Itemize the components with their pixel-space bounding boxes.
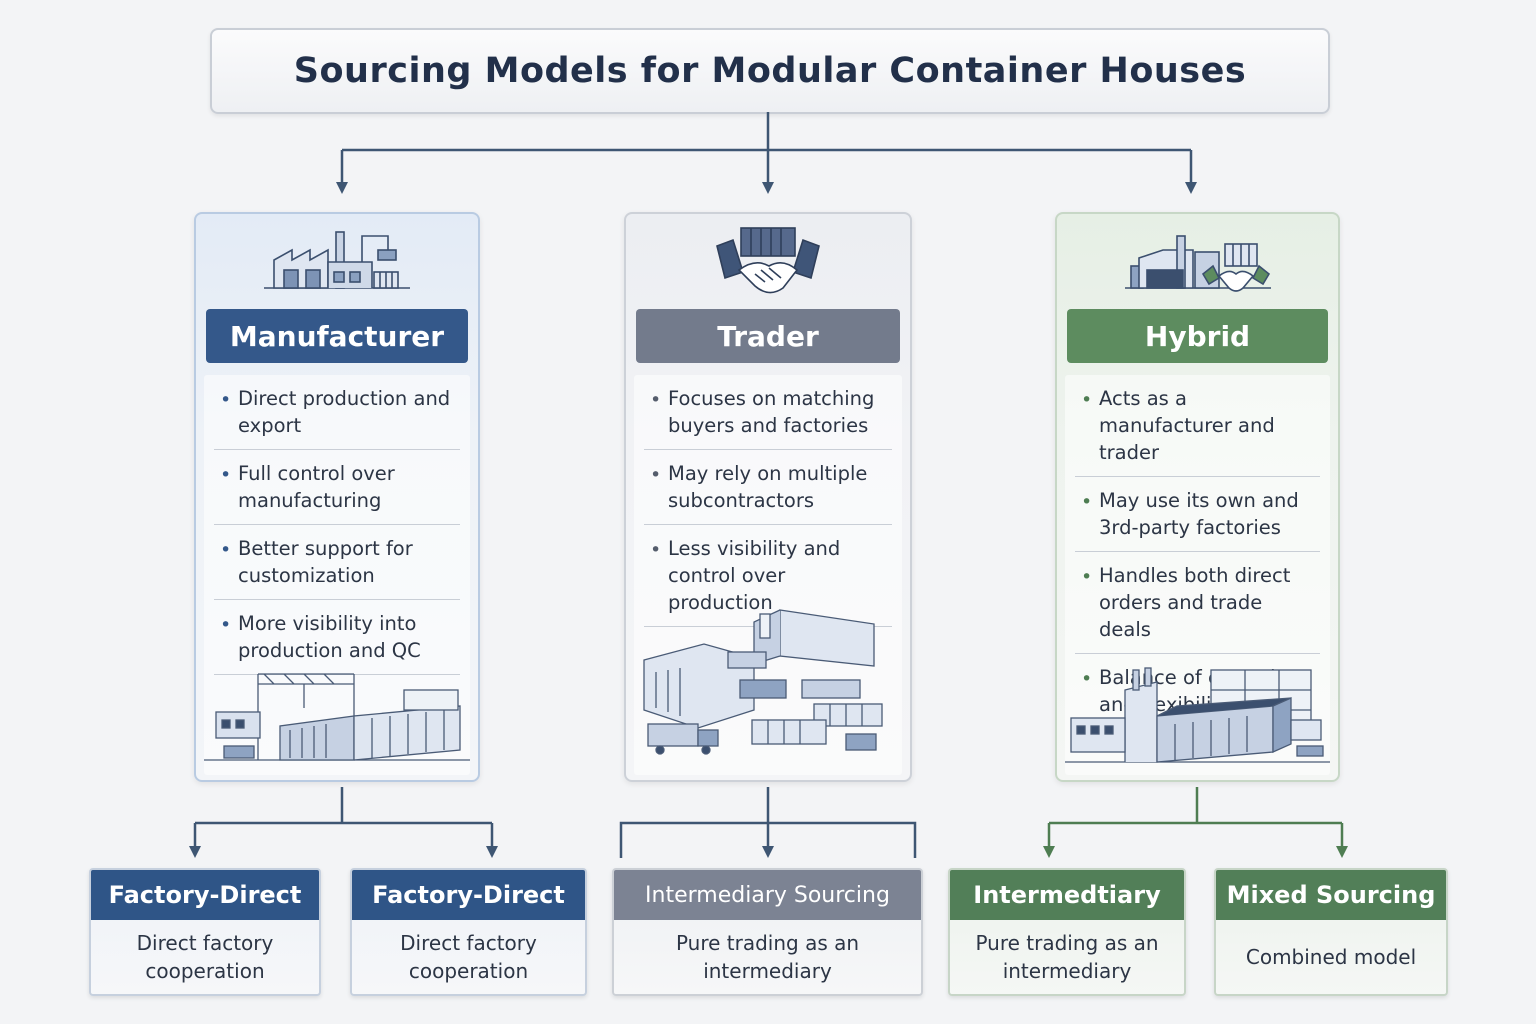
list-item: • Full control over manufacturing: [214, 450, 460, 525]
bullet-text: Handles both direct orders and trade dea…: [1099, 564, 1291, 641]
outcome-title: Mixed Sourcing: [1216, 870, 1446, 920]
bullet-text: Acts as a manufacturer and trader: [1099, 387, 1275, 464]
bullet-dot-icon: •: [650, 539, 662, 561]
list-item: • Focuses on matching buyers and factorie…: [644, 375, 892, 450]
diagram-title: Sourcing Models for Modular Container Ho…: [293, 51, 1247, 91]
list-item: • Handles both direct orders and trade de…: [1075, 552, 1320, 654]
bullet-text: Full control over manufacturing: [238, 462, 395, 512]
list-item: • Direct production and export: [214, 375, 460, 450]
bullet-dot-icon: •: [650, 389, 662, 411]
outcome-description: Pure trading as an intermediary: [675, 931, 860, 983]
outcome-title: Intermediary Sourcing: [614, 870, 921, 920]
outcome-card-factory-direct-2: Factory-Direct Direct factory cooperatio…: [350, 868, 587, 996]
column-hybrid: Hybrid • Acts as a manufacturer and trade…: [1055, 212, 1340, 782]
trader-bracket-line: [619, 821, 917, 858]
manufacturer-bullet-list: • Direct production and export • Full cont…: [204, 375, 470, 775]
bullet-dot-icon: •: [650, 464, 662, 486]
bullet-dot-icon: •: [1081, 668, 1093, 690]
outcome-card-factory-direct-1: Factory-Direct Direct factory cooperatio…: [89, 868, 321, 996]
handshake-icon: [716, 227, 820, 294]
bullet-dot-icon: •: [1081, 389, 1093, 411]
list-item: • May rely on multiple subcontractors: [644, 450, 892, 525]
outcome-description: Combined model: [1245, 945, 1417, 969]
outcome-description: Pure trading as an intermediary: [975, 931, 1159, 983]
bullet-text: May use its own and 3rd-party factories: [1099, 489, 1299, 539]
outcome-description: Direct factory cooperation: [136, 931, 274, 983]
bullet-dot-icon: •: [1081, 566, 1093, 588]
bullet-dot-icon: •: [220, 614, 232, 636]
outcome-description: Direct factory cooperation: [400, 931, 537, 983]
logistics-yard-illustration: [643, 609, 883, 755]
bullet-text: Better support for customization: [238, 537, 413, 587]
list-item: • May use its own and 3rd-party factories: [1075, 477, 1320, 552]
outcome-card-intermediary: Intermedtiary Pure trading as an interme…: [948, 868, 1186, 996]
list-item: • Less visibility and control over produc…: [644, 525, 892, 627]
bullet-dot-icon: •: [220, 389, 232, 411]
list-item: • Better support for customization: [214, 525, 460, 600]
column-manufacturer: Manufacturer • Direct production and expo…: [194, 212, 480, 782]
bullet-dot-icon: •: [1081, 491, 1093, 513]
list-item: • Acts as a manufacturer and trader: [1075, 375, 1320, 477]
outcome-title: Intermedtiary: [950, 870, 1184, 920]
outcome-title: Factory-Direct: [352, 870, 585, 920]
outcome-title: Factory-Direct: [91, 870, 319, 920]
bullet-text: Less visibility and control over product…: [668, 537, 841, 614]
factory-container-illustration: [1065, 667, 1330, 763]
bullet-text: Direct production and export: [238, 387, 451, 437]
outcome-card-intermediary-sourcing: Intermediary Sourcing Pure trading as an…: [612, 868, 923, 996]
list-item: • More visibility into production and QC: [214, 600, 460, 675]
hybrid-header: Hybrid: [1067, 309, 1328, 363]
outcome-card-mixed-sourcing: Mixed Sourcing Combined model: [1214, 868, 1448, 996]
factory-icon: [264, 231, 410, 289]
bullet-text: May rely on multiple subcontractors: [668, 462, 868, 512]
manufacturer-header: Manufacturer: [206, 309, 468, 363]
diagram-title-box: Sourcing Models for Modular Container Ho…: [210, 28, 1330, 114]
factory-yard-illustration: [204, 673, 470, 761]
bullet-dot-icon: •: [220, 539, 232, 561]
bullet-dot-icon: •: [220, 464, 232, 486]
bullet-text: Focuses on matching buyers and factories: [668, 387, 875, 437]
column-trader: Trader • Focuses on matching buyers and f…: [624, 212, 912, 782]
factory-handshake-icon: [1124, 235, 1271, 292]
bullet-text: More visibility into production and QC: [238, 612, 421, 662]
trader-header: Trader: [636, 309, 900, 363]
